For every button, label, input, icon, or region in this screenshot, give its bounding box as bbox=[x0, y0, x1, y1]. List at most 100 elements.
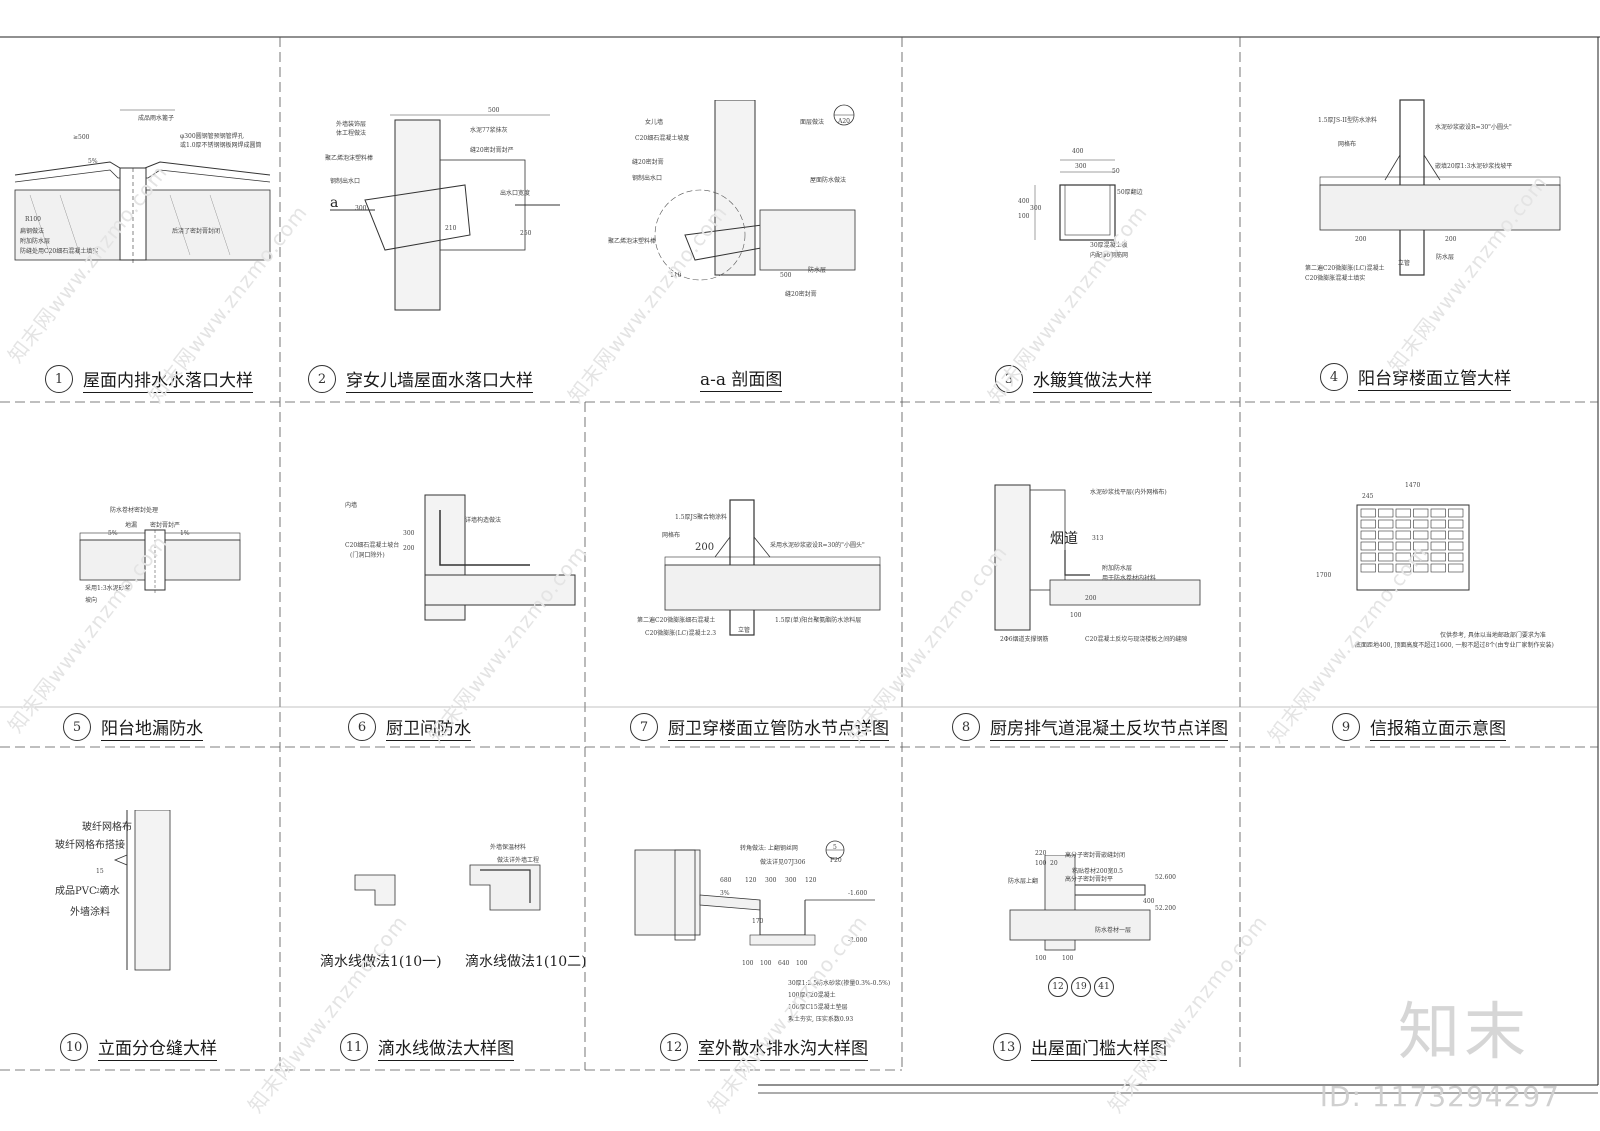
detail-1-title-block: 1 屋面内排水水落口大样 bbox=[45, 365, 253, 393]
detail-11-label: 滴水线做法1(10二) bbox=[465, 954, 587, 970]
detail-6-label: 内墙 bbox=[345, 502, 358, 509]
detail-number: 10 bbox=[60, 1033, 88, 1061]
detail-12-label: 3% bbox=[720, 890, 730, 897]
detail-12-label: 120 bbox=[805, 877, 817, 884]
detail-2-label: 外墙装饰层 bbox=[336, 121, 367, 128]
detail-4-label: 1.5厚JS-II型防水涂料 bbox=[1318, 117, 1378, 124]
mailbox-slot bbox=[1378, 563, 1394, 573]
mailbox-slot bbox=[1430, 530, 1446, 540]
detail-11-label: 做法详外墙工程 bbox=[497, 857, 540, 864]
detail-title: 厨卫间防水 bbox=[386, 714, 471, 741]
detail-10-label: 玻纤网格布 bbox=[82, 822, 132, 833]
mailbox-slot bbox=[1448, 541, 1464, 551]
mailbox-slot bbox=[1378, 541, 1394, 551]
detail-13-label: 高分子密封膏嵌缝封闭 bbox=[1065, 852, 1126, 859]
detail-title: 水簸箕做法大样 bbox=[1033, 366, 1152, 393]
detail-9-title-block: 9 信报箱立面示意图 bbox=[1332, 713, 1506, 741]
detail-10-label: 成品PVC 滴水 bbox=[55, 886, 120, 897]
detail-12-label: 做法详见07J306 bbox=[760, 859, 806, 866]
detail-2-label: a bbox=[330, 195, 339, 211]
detail-11-label: 滴水线做法1(10一) bbox=[320, 954, 442, 970]
detail-7-label: 1.5厚JS聚合物涂料 bbox=[675, 514, 728, 521]
mailbox-slot bbox=[1413, 563, 1429, 573]
detail-13-label: 52.600 bbox=[1155, 874, 1176, 881]
detail-number: 11 bbox=[340, 1033, 368, 1061]
mailbox-slot bbox=[1378, 552, 1394, 562]
mailbox-slot bbox=[1430, 563, 1446, 573]
detail-3-label: 100 bbox=[1018, 213, 1030, 220]
detail-3-label: 300 bbox=[1075, 163, 1087, 170]
detail-13-label: 高分子密封膏封平 bbox=[1065, 876, 1114, 883]
detail-7-title-block: 7 厨卫穿楼面立管防水节点详图 bbox=[630, 713, 889, 741]
detail-1-label: R100 bbox=[25, 216, 41, 223]
detail-2-label: 水泥77浆抹灰 bbox=[470, 127, 508, 134]
mailbox-slot bbox=[1360, 541, 1376, 551]
detail-title: 屋面内排水水落口大样 bbox=[83, 366, 253, 393]
detail-number: 19 bbox=[1071, 977, 1091, 997]
section-aa-label: 缝20密封膏 bbox=[632, 159, 664, 166]
detail-9-drawing bbox=[1356, 504, 1470, 591]
detail-2-drawing bbox=[330, 114, 560, 311]
detail-12-label: 转角做法: 上翻钢丝网 bbox=[740, 845, 798, 852]
detail-3-title-block: 3 水簸箕做法大样 bbox=[995, 365, 1152, 393]
detail-7-label: 1.5厚(单)阳台聚氨酯防水涂料层 bbox=[775, 617, 862, 624]
detail-1-label: 扁钢做法 bbox=[20, 228, 45, 235]
detail-4-drawing bbox=[1319, 99, 1561, 276]
detail-13-ref-circles: 12 19 41 bbox=[1048, 977, 1114, 997]
section-aa-label: 110 bbox=[670, 272, 682, 279]
detail-1-label: 5% bbox=[88, 158, 98, 165]
detail-3-label: 内配φ6钢筋网 bbox=[1090, 252, 1129, 259]
mailbox-slot bbox=[1378, 519, 1394, 529]
detail-1-label: 后浇了密封膏封闭 bbox=[172, 228, 221, 235]
mailbox-slot bbox=[1395, 541, 1411, 551]
detail-number: 5 bbox=[63, 713, 91, 741]
detail-3-label: 30厚混凝土板 bbox=[1090, 242, 1128, 249]
detail-8-label: C20混凝土反坎与现浇楼板之间的缝隙 bbox=[1085, 636, 1188, 643]
detail-8-title-block: 8 厨房排气道混凝土反坎节点详图 bbox=[952, 713, 1228, 741]
detail-title: 出屋面门槛大样图 bbox=[1031, 1034, 1167, 1061]
detail-11-drawing bbox=[354, 864, 541, 911]
detail-1-label: 防缝处用C20细石混凝土填实 bbox=[20, 248, 99, 255]
detail-4-label: 防水层 bbox=[1436, 254, 1455, 261]
detail-8-label: 100 bbox=[1070, 612, 1082, 619]
section-aa-title-block: a-a 剖面图 bbox=[700, 365, 783, 392]
detail-13-title-block: 13 出屋面门槛大样图 bbox=[993, 1033, 1167, 1061]
mailbox-slot bbox=[1413, 541, 1429, 551]
detail-5-label: 1% bbox=[180, 530, 190, 537]
detail-1-label: ≥500 bbox=[73, 134, 90, 141]
section-aa-label: 钢制出水口 bbox=[632, 175, 663, 182]
detail-10-drawing bbox=[113, 810, 171, 971]
detail-12-label: 170 bbox=[752, 918, 764, 925]
mailbox-slot bbox=[1413, 530, 1429, 540]
detail-12-label: 640 bbox=[778, 960, 790, 967]
detail-12-label: 100 bbox=[796, 960, 808, 967]
detail-12-label: 300 bbox=[765, 877, 777, 884]
detail-3-drawing bbox=[1034, 159, 1116, 241]
detail-4-label: 水泥砂浆嵌设R=30"小圆头" bbox=[1435, 124, 1512, 131]
detail-13-label: 防水卷材一层 bbox=[1095, 927, 1132, 934]
detail-title: 信报箱立面示意图 bbox=[1370, 714, 1506, 741]
detail-12-label: 100 bbox=[760, 960, 772, 967]
detail-11-title-block: 11 滴水线做法大样图 bbox=[340, 1033, 514, 1061]
watermark-brand-logo: 知末 bbox=[1397, 995, 1530, 1068]
detail-9-label: 245 bbox=[1362, 493, 1374, 500]
detail-title: 阳台穿楼面立管大样 bbox=[1358, 364, 1511, 391]
mailbox-slot bbox=[1448, 508, 1464, 518]
section-aa-label: 屋面防水做法 bbox=[810, 177, 847, 184]
detail-10-label: 15 bbox=[96, 868, 104, 875]
detail-number: 41 bbox=[1094, 977, 1114, 997]
detail-2-label: 体工程做法 bbox=[336, 130, 367, 137]
detail-12-drawing bbox=[634, 840, 875, 946]
detail-number: 9 bbox=[1332, 713, 1360, 741]
detail-1-label: 附加防水层 bbox=[20, 238, 51, 245]
mailbox-slot bbox=[1430, 541, 1446, 551]
detail-7-drawing bbox=[664, 499, 881, 636]
detail-6-label: 200 bbox=[403, 545, 415, 552]
mailbox-slot bbox=[1360, 508, 1376, 518]
detail-10-label: 外墙涂料 bbox=[70, 907, 110, 918]
detail-7-label: 立管 bbox=[738, 627, 751, 634]
detail-2-label: 250 bbox=[520, 230, 532, 237]
mailbox-slot bbox=[1448, 530, 1464, 540]
detail-number: 7 bbox=[630, 713, 658, 741]
detail-6-label: C20细石混凝土坡台 bbox=[345, 542, 400, 549]
